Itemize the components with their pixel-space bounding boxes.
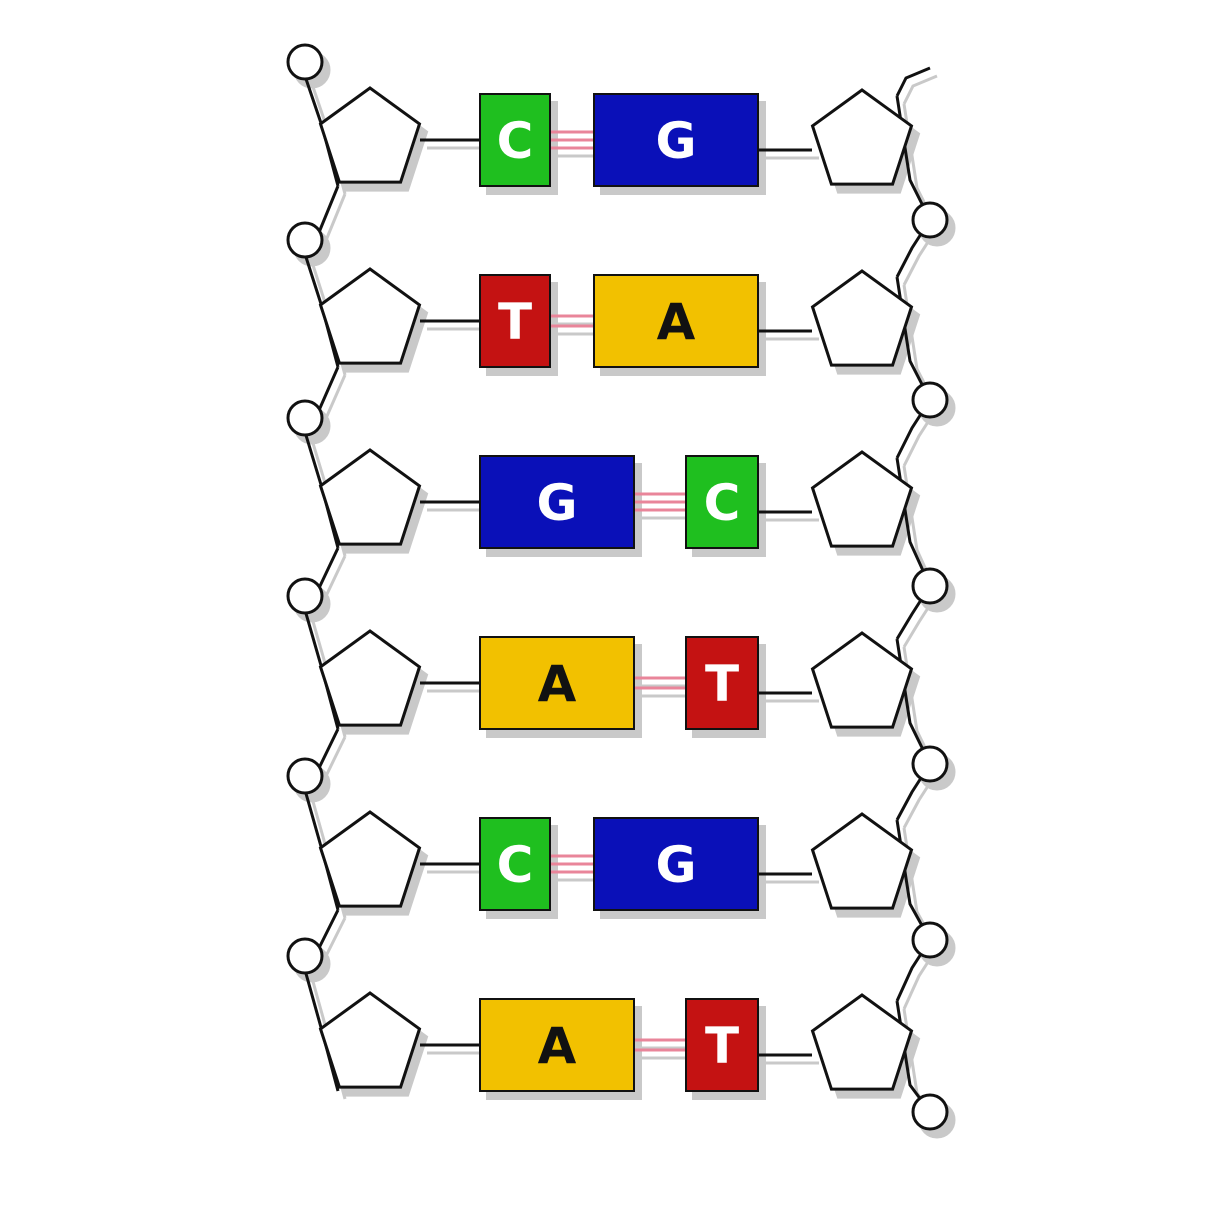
left-base-C — [479, 817, 551, 911]
main-layer: C G T A G C A T C G A T — [286, 43, 949, 1131]
right-base-A — [593, 274, 759, 368]
right-phosphate-circle — [911, 201, 949, 239]
right-base-T — [685, 636, 759, 730]
right-phosphate-circle — [911, 745, 949, 783]
left-base-A — [479, 998, 635, 1092]
left-sugar-pentagon — [318, 448, 422, 546]
right-base-label: C — [704, 474, 741, 532]
left-sugar-pentagon — [318, 991, 422, 1089]
right-base-label: G — [655, 836, 696, 894]
right-sugar-pentagon — [810, 631, 914, 729]
left-base-T — [479, 274, 551, 368]
right-phosphate-circle — [911, 567, 949, 605]
left-base-label: G — [536, 474, 577, 532]
right-base-label: T — [705, 1017, 739, 1075]
left-base-label: C — [497, 836, 534, 894]
right-phosphate-circle — [911, 921, 949, 959]
left-sugar-pentagon — [318, 86, 422, 184]
right-phosphate-circle — [911, 1093, 949, 1131]
left-sugar-pentagon — [318, 810, 422, 908]
right-base-T — [685, 998, 759, 1092]
left-sugar-pentagon — [318, 267, 422, 365]
left-phosphate-circle — [286, 43, 324, 81]
right-strand-tail — [902, 74, 938, 105]
left-base-label: A — [538, 655, 577, 713]
right-base-label: G — [655, 112, 696, 170]
right-sugar-pentagon — [810, 812, 914, 910]
right-base-label: A — [657, 293, 696, 351]
left-base-C — [479, 93, 551, 187]
right-base-G — [593, 817, 759, 911]
left-sugar-pentagon — [318, 629, 422, 727]
right-sugar-pentagon — [810, 450, 914, 548]
right-base-G — [593, 93, 759, 187]
right-sugar-pentagon — [810, 993, 914, 1091]
shadow-layer — [293, 51, 956, 1139]
left-phosphate-circle — [286, 937, 324, 975]
left-phosphate-circle — [286, 399, 324, 437]
left-phosphate-circle — [286, 221, 324, 259]
left-base-label: A — [538, 1017, 577, 1075]
right-phosphate-circle — [911, 381, 949, 419]
left-phosphate-circle — [286, 757, 324, 795]
left-phosphate-circle — [286, 577, 324, 615]
right-base-label: T — [705, 655, 739, 713]
left-base-label: T — [498, 293, 532, 351]
right-strand-tail — [895, 66, 931, 97]
left-base-A — [479, 636, 635, 730]
right-sugar-pentagon — [810, 88, 914, 186]
right-sugar-pentagon — [810, 269, 914, 367]
left-base-label: C — [497, 112, 534, 170]
left-base-G — [479, 455, 635, 549]
right-base-C — [685, 455, 759, 549]
